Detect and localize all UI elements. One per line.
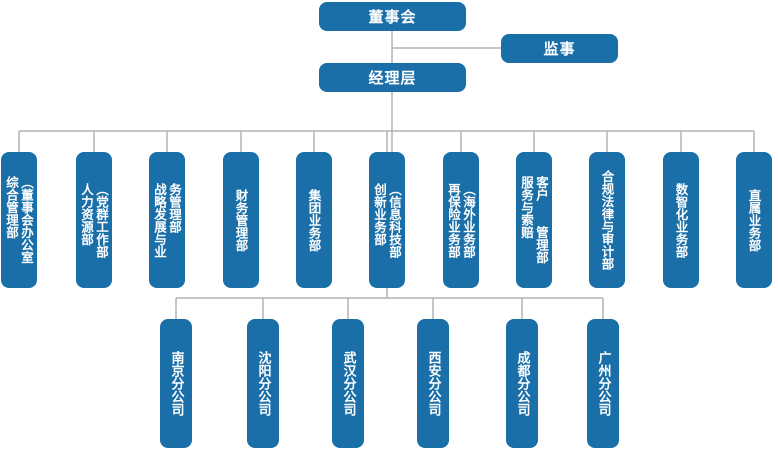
board-of-directors-box: 董事会 bbox=[319, 2, 466, 31]
dept-compliance-audit: 合规法律与审计部 bbox=[589, 152, 625, 288]
branch-xian: 西安分公司 bbox=[417, 319, 449, 448]
dept-finance: 财务管理部 bbox=[223, 152, 259, 288]
supervisor-box: 监事 bbox=[501, 34, 618, 63]
dept-digital: 数智化业务部 bbox=[663, 152, 699, 288]
board-of-directors-label: 董事会 bbox=[368, 8, 417, 26]
dept-finance-label: 财务管理部 bbox=[233, 188, 249, 252]
management-label: 经理层 bbox=[368, 69, 417, 87]
dept-direct: 直属业务部 bbox=[736, 152, 772, 288]
dept-party-hr: （党群工作部 人力资源部 bbox=[76, 152, 112, 288]
branch-shenyang-label: 沈阳分公司 bbox=[255, 351, 271, 416]
branch-chengdu: 成都分公司 bbox=[506, 319, 538, 448]
supervisor-label: 监事 bbox=[543, 40, 576, 58]
dept-board-office: （董事会办公室 综合管理部 bbox=[1, 152, 37, 288]
branch-shenyang: 沈阳分公司 bbox=[247, 319, 279, 448]
dept-overseas-reinsurance: （海外业务部 再保险业务部 bbox=[443, 152, 479, 288]
dept-it-innovation-label: （信息科技部 创新业务部 bbox=[372, 182, 402, 258]
dept-group-business: 集团业务部 bbox=[296, 152, 332, 288]
branch-wuhan: 武汉分公司 bbox=[332, 319, 364, 448]
branch-guangzhou-label: 广州分公司 bbox=[595, 351, 611, 416]
branch-nanjing-label: 南京分公司 bbox=[168, 351, 184, 416]
branch-chengdu-label: 成都分公司 bbox=[514, 351, 530, 416]
branch-guangzhou: 广州分公司 bbox=[587, 319, 619, 448]
dept-compliance-audit-label: 合规法律与审计部 bbox=[599, 170, 615, 270]
dept-digital-label: 数智化业务部 bbox=[673, 182, 689, 258]
branch-xian-label: 西安分公司 bbox=[425, 351, 441, 416]
dept-party-hr-label: （党群工作部 人力资源部 bbox=[79, 182, 109, 258]
branch-wuhan-label: 武汉分公司 bbox=[340, 351, 356, 416]
dept-strategy: 务管理部 战略发展与业 bbox=[149, 152, 185, 288]
dept-customer-claims-label: 客户 管理部 服务与索赔 bbox=[519, 176, 549, 264]
management-box: 经理层 bbox=[319, 63, 466, 92]
dept-group-business-label: 集团业务部 bbox=[306, 188, 322, 252]
branch-nanjing: 南京分公司 bbox=[160, 319, 192, 448]
dept-strategy-label: 务管理部 战略发展与业 bbox=[152, 182, 182, 258]
dept-customer-claims: 客户 管理部 服务与索赔 bbox=[516, 152, 552, 288]
dept-overseas-reinsurance-label: （海外业务部 再保险业务部 bbox=[446, 182, 476, 258]
dept-it-innovation: （信息科技部 创新业务部 bbox=[369, 152, 405, 288]
dept-direct-label: 直属业务部 bbox=[746, 188, 762, 252]
dept-board-office-label: （董事会办公室 综合管理部 bbox=[4, 176, 34, 264]
